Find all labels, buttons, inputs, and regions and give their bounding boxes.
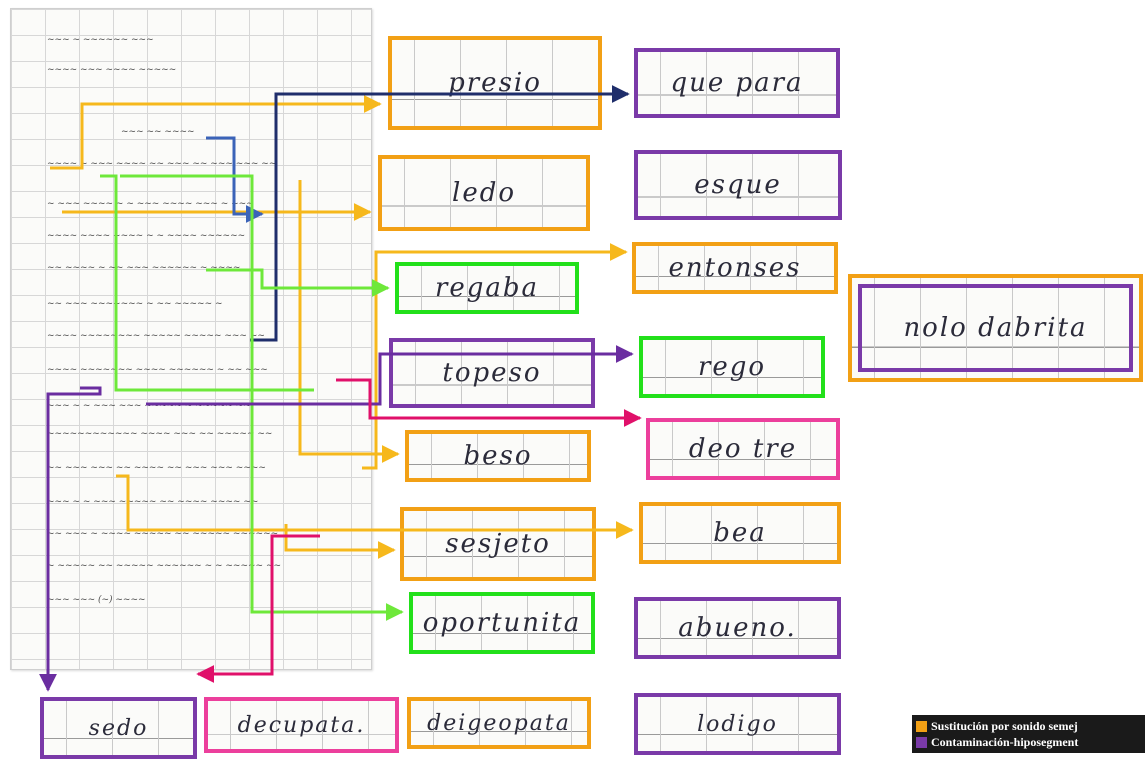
arrow-to-beso (300, 180, 398, 454)
arrow-to-decupata (198, 536, 320, 674)
arrow-to-rego (146, 354, 632, 404)
legend-label: Contaminación-hiposegment (931, 735, 1078, 750)
arrow-to-bea (116, 476, 632, 530)
legend: Sustitución por sonido semej Contaminaci… (912, 715, 1145, 753)
arrow-to-entonses (362, 252, 626, 468)
legend-swatch-orange (916, 721, 927, 732)
legend-label: Sustitución por sonido semej (931, 719, 1078, 734)
arrow-to-que-para (250, 94, 628, 340)
arrow-to-presio (50, 104, 380, 168)
legend-item: Contaminación-hiposegment (916, 734, 1145, 750)
legend-item: Sustitución por sonido semej (916, 718, 1145, 734)
arrow-to-sedo (48, 388, 100, 690)
legend-swatch-purple (916, 737, 927, 748)
arrow-to-regaba (206, 270, 388, 288)
arrow-to-deo-tre (336, 380, 640, 418)
arrow-to-rego-green (100, 176, 314, 390)
arrow-to-oportunita (120, 176, 402, 612)
